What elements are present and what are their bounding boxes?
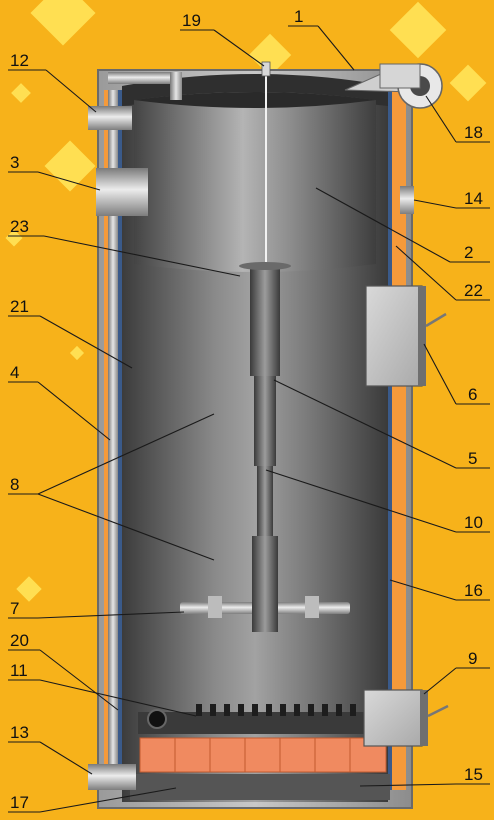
doors [363, 285, 449, 747]
label-2: 2 [464, 243, 473, 262]
loading-door [365, 285, 423, 387]
firebrick-row [139, 737, 387, 773]
decor-diamond [11, 83, 31, 103]
decor-diamond [69, 345, 85, 361]
decor-diamond [248, 33, 292, 77]
callout-23: 23 [8, 217, 241, 277]
flue-pipe [96, 168, 148, 216]
top-pipe-drop [170, 72, 182, 100]
label-23: 23 [10, 217, 29, 236]
label-9: 9 [468, 649, 477, 668]
grate-bars [138, 712, 388, 734]
label-1: 1 [294, 7, 303, 26]
callout-5: 5 [273, 379, 490, 469]
outlet-pipe [88, 106, 132, 130]
distributor-fin [305, 596, 319, 618]
label-12: 12 [10, 51, 29, 70]
label-4: 4 [10, 363, 19, 382]
callout-17: 17 [8, 787, 177, 813]
label-17: 17 [10, 793, 29, 812]
distributor-fin [208, 596, 222, 618]
side-fitting [400, 186, 414, 214]
distributor-hub [252, 592, 278, 632]
label-8: 8 [10, 475, 19, 494]
callout-6: 6 [423, 343, 490, 405]
callout-11: 11 [8, 661, 197, 717]
decor-diamond [44, 140, 96, 192]
callout-20: 20 [8, 631, 119, 711]
tube-bottom [252, 536, 278, 596]
callout-16: 16 [389, 579, 490, 601]
top-pipe-bend [108, 72, 182, 84]
callouts: 1 2 3 4 5 6 7 8 [8, 7, 490, 813]
label-15: 15 [464, 765, 483, 784]
label-22: 22 [464, 281, 483, 300]
callout-1: 1 [288, 7, 355, 71]
decor-diamond [389, 1, 447, 59]
central-air-tube [239, 262, 291, 596]
callout-3: 3 [8, 153, 101, 191]
label-21: 21 [10, 297, 29, 316]
vertical-pipe [108, 90, 118, 780]
pipes [88, 63, 443, 790]
drum-top-opening [134, 92, 376, 108]
air-distributor-arms [180, 592, 350, 632]
label-13: 13 [10, 723, 29, 742]
tube-flange [239, 262, 291, 270]
ash-door [363, 689, 423, 747]
firebricks [130, 737, 390, 800]
inlet-pipe [88, 764, 136, 790]
callout-10: 10 [265, 469, 490, 533]
decor-diamond [449, 64, 487, 102]
label-19: 19 [182, 11, 201, 30]
label-16: 16 [464, 581, 483, 600]
callout-12: 12 [8, 51, 97, 113]
tube-upper [250, 266, 280, 376]
callout-14: 14 [413, 189, 490, 209]
callout-9: 9 [423, 649, 490, 695]
label-5: 5 [468, 449, 477, 468]
label-7: 7 [10, 599, 19, 618]
brick-joints [174, 738, 351, 772]
callout-22: 22 [395, 245, 490, 301]
label-3: 3 [10, 153, 19, 172]
callout-18: 18 [425, 95, 490, 143]
decor-diamond [30, 0, 96, 46]
drum-body [134, 92, 376, 272]
base-plate [130, 774, 390, 800]
callout-8: 8 [8, 413, 215, 561]
air-distributor-drum [134, 61, 376, 272]
tube-lower [257, 466, 273, 536]
callout-7: 7 [8, 599, 185, 619]
probe-cap [261, 61, 271, 77]
loading-door-edge [418, 286, 426, 386]
label-10: 10 [464, 513, 483, 532]
callout-13: 13 [8, 723, 93, 775]
decor-diamond [16, 576, 42, 602]
door-handle [425, 312, 447, 328]
insulation-left [118, 90, 122, 790]
label-18: 18 [464, 123, 483, 142]
ash-door-handle [427, 704, 449, 718]
ash-door-edge [420, 690, 428, 746]
label-6: 6 [468, 385, 477, 404]
background-decor [5, 0, 487, 602]
callout-19: 19 [180, 11, 265, 67]
callout-4: 4 [8, 363, 111, 441]
label-11: 11 [10, 661, 28, 680]
insulation-right [388, 90, 392, 790]
callout-15: 15 [359, 765, 490, 787]
tube-middle [254, 376, 276, 466]
fan-duct [379, 63, 421, 89]
label-20: 20 [10, 631, 29, 650]
callout-21: 21 [8, 297, 133, 369]
ignition-port [147, 709, 167, 729]
label-14: 14 [464, 189, 483, 208]
callout-2: 2 [315, 187, 490, 263]
